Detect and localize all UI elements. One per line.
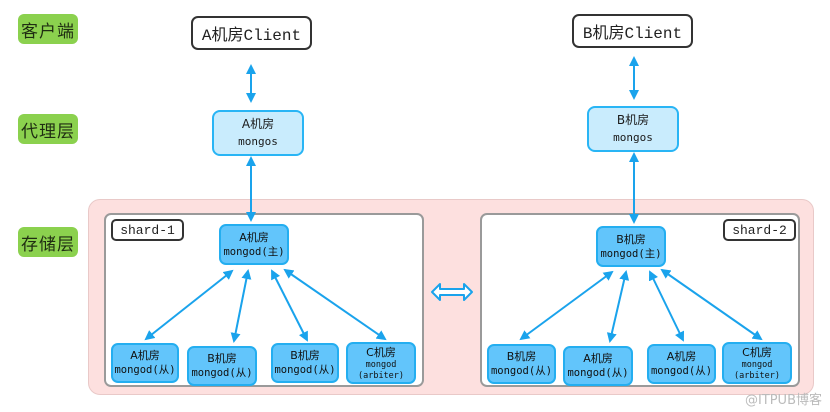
mongos-b-role: mongos	[613, 131, 653, 144]
room: C机房	[742, 345, 772, 359]
client-b: B机房Client	[572, 14, 693, 48]
room: A机房	[239, 230, 269, 244]
shard-2-member: A机房 mongod(从)	[647, 344, 716, 384]
shard-2-member: B机房 mongod(从)	[487, 344, 556, 384]
role: mongod(主)	[600, 247, 662, 260]
room: C机房	[366, 345, 396, 359]
shard-1-member: A机房 mongod(从)	[111, 343, 179, 383]
room: A机房	[130, 349, 160, 362]
mongos-a-room: A机房	[241, 117, 275, 131]
room: B机房	[616, 232, 646, 246]
shard-2-primary: B机房 mongod(主)	[596, 226, 666, 267]
shard-1-primary: A机房 mongod(主)	[219, 224, 289, 265]
mongos-b-room: B机房	[616, 113, 650, 127]
client-a: A机房Client	[191, 16, 312, 50]
shard-1-member: B机房 mongod(从)	[187, 346, 257, 386]
watermark: @ITPUB博客	[744, 393, 822, 408]
room: A机房	[666, 350, 697, 363]
mongos-b: B机房 mongos	[587, 106, 679, 152]
room: B机房	[506, 350, 537, 363]
shard-1-label: shard-1	[111, 219, 184, 241]
room: B机房	[290, 349, 320, 362]
room: B机房	[207, 352, 237, 365]
shard-2-arbiter: C机房 mongod (arbiter)	[722, 342, 792, 384]
role: mongod(从)	[567, 367, 629, 379]
sub: (arbiter)	[733, 370, 781, 381]
shard-1-arbiter: C机房 mongod (arbiter)	[346, 342, 416, 384]
shard-2-member: A机房 mongod(从)	[563, 346, 633, 386]
role: mongod	[741, 359, 773, 370]
sub: (arbiter)	[357, 370, 405, 381]
shard-2-label: shard-2	[723, 219, 796, 241]
role: mongod(从)	[114, 364, 176, 376]
role: mongod	[365, 359, 397, 370]
room: A机房	[583, 352, 613, 365]
layer-tag-client: 客户端	[18, 14, 78, 44]
mongos-a-role: mongos	[238, 135, 278, 148]
mongos-a: A机房 mongos	[212, 110, 304, 156]
layer-tag-proxy: 代理层	[18, 114, 78, 144]
role: mongod(从)	[490, 365, 553, 377]
role: mongod(从)	[650, 365, 713, 377]
role: mongod(从)	[191, 367, 253, 379]
role: mongod(从)	[274, 364, 336, 376]
role: mongod(主)	[223, 245, 285, 258]
shard-1-member: B机房 mongod(从)	[271, 343, 339, 383]
layer-tag-storage: 存储层	[18, 227, 78, 257]
